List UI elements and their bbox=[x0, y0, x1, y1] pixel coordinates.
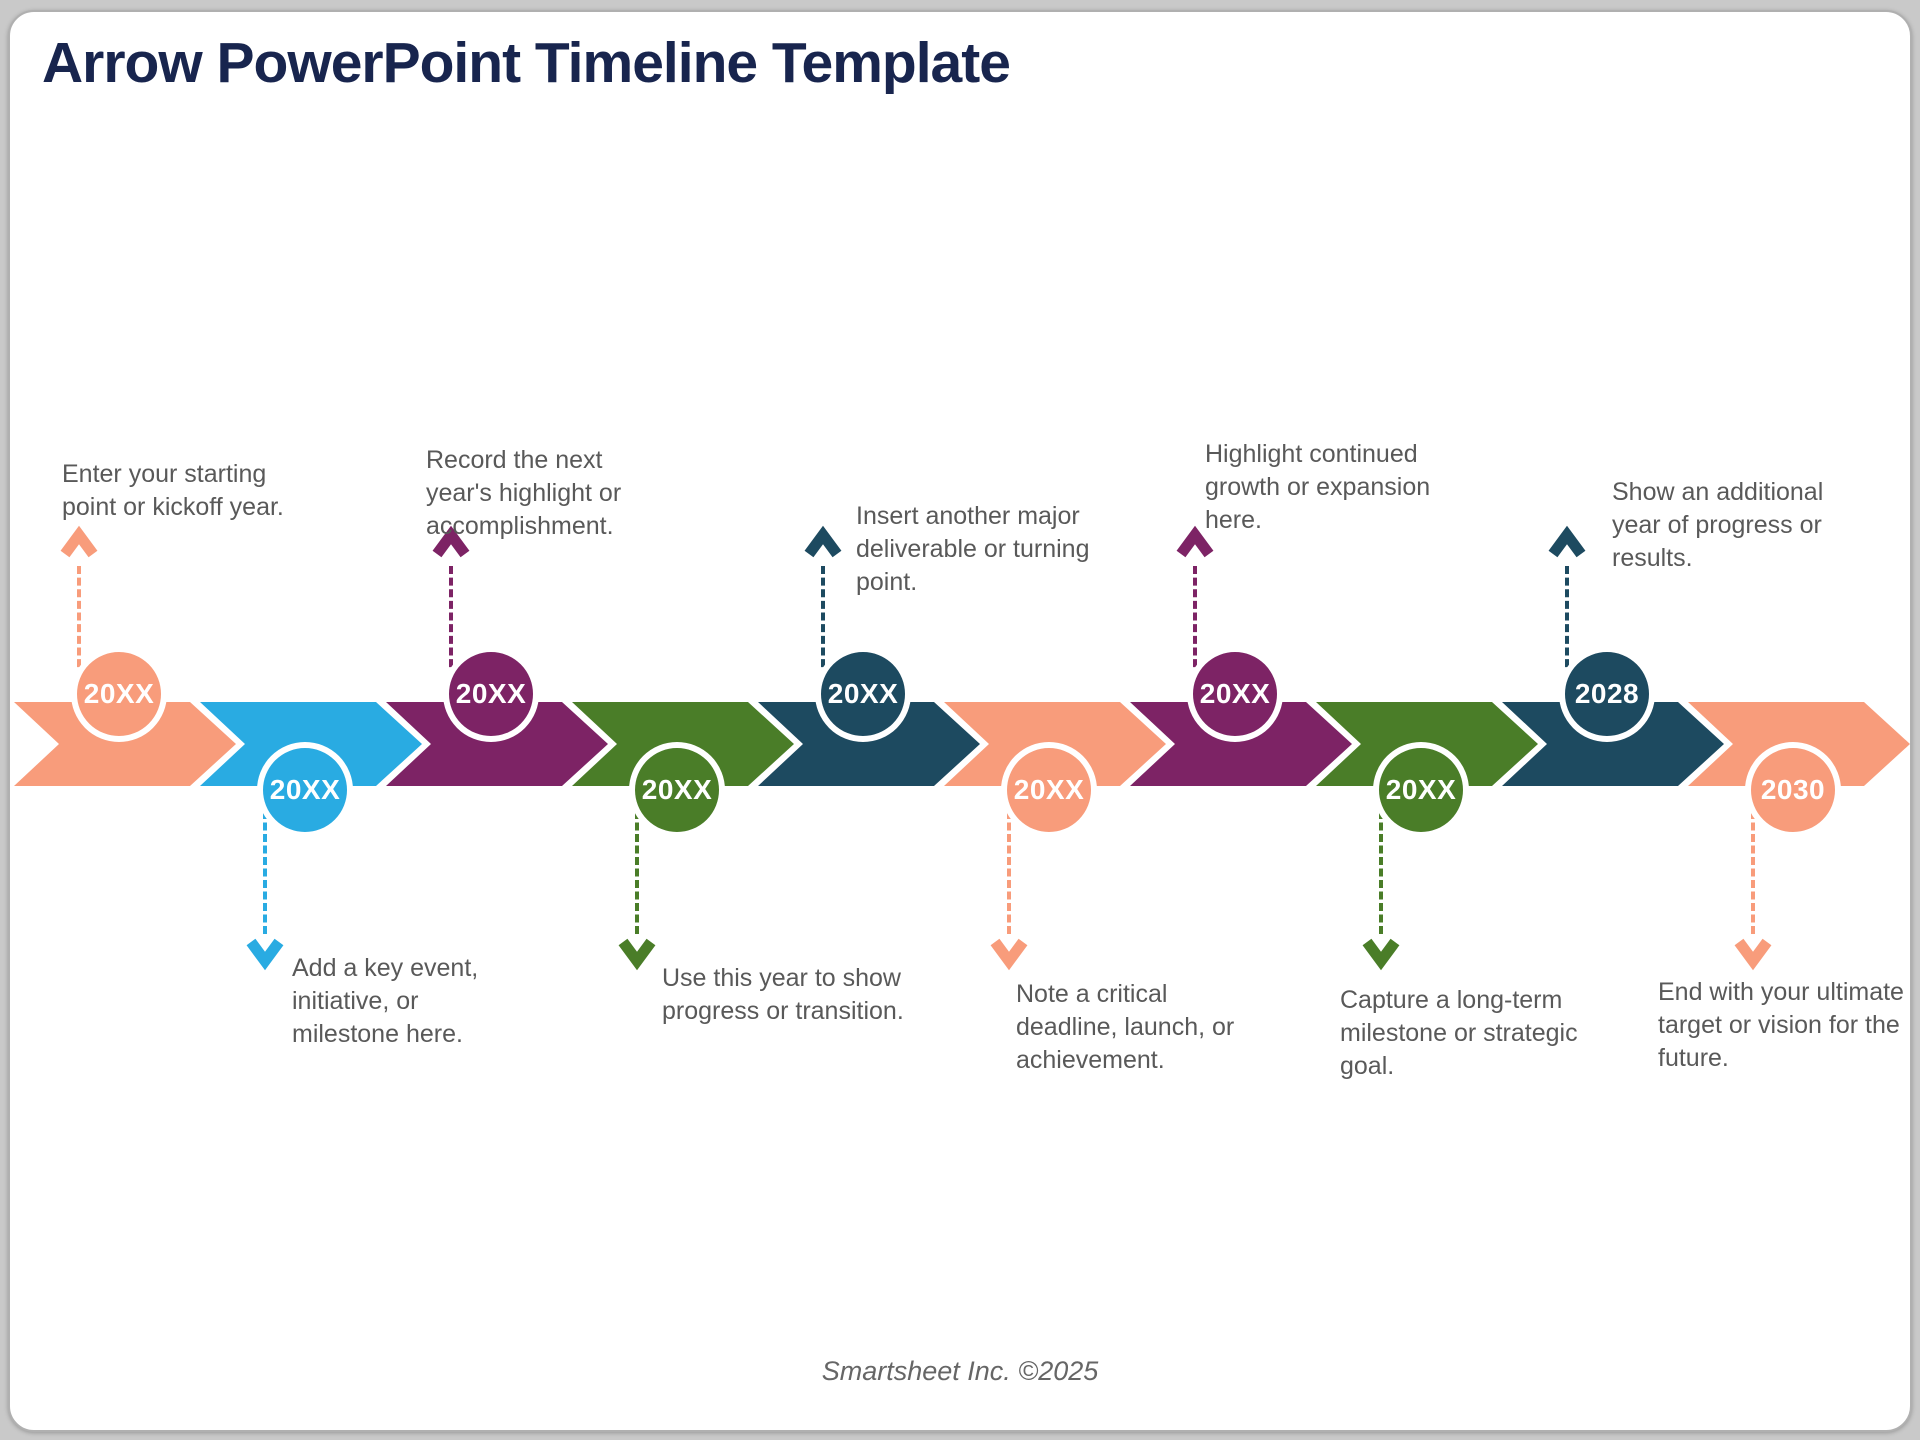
milestone-description[interactable]: End with your ultimate target or vision … bbox=[1658, 978, 1904, 1072]
milestone-description[interactable]: Use this year to show progress or transi… bbox=[662, 964, 904, 1025]
connector-line bbox=[1007, 788, 1011, 934]
connector-line bbox=[263, 788, 267, 934]
timeline-arrow-segment[interactable] bbox=[376, 702, 608, 786]
milestone-description[interactable]: Show an additional year of progress or r… bbox=[1612, 478, 1824, 572]
chevron-down-icon bbox=[1734, 938, 1772, 971]
chevron-up-icon bbox=[804, 525, 842, 558]
timeline-arrow-segment[interactable] bbox=[4, 702, 236, 786]
milestone-description[interactable]: Enter your starting point or kickoff yea… bbox=[62, 460, 284, 521]
connector-line bbox=[1193, 566, 1197, 702]
page-title[interactable]: Arrow PowerPoint Timeline Template bbox=[42, 31, 1011, 95]
year-badge[interactable]: 20XX bbox=[629, 742, 725, 838]
connector-line bbox=[1379, 788, 1383, 934]
connector-line bbox=[77, 566, 81, 702]
connector-line bbox=[635, 788, 639, 934]
timeline-arrow-segment[interactable] bbox=[1120, 702, 1352, 786]
milestone-description[interactable]: Note a critical deadline, launch, or ach… bbox=[1016, 980, 1235, 1074]
year-badge[interactable]: 20XX bbox=[1373, 742, 1469, 838]
milestone-description[interactable]: Highlight continued growth or expansion … bbox=[1205, 440, 1431, 534]
connector-line bbox=[449, 566, 453, 702]
connector-line bbox=[1751, 788, 1755, 934]
timeline-arrow-segment[interactable] bbox=[1492, 702, 1724, 786]
connector-line bbox=[1565, 566, 1569, 702]
year-badge[interactable]: 20XX bbox=[443, 646, 539, 742]
timeline-arrow-segment[interactable] bbox=[748, 702, 980, 786]
year-badge[interactable]: 2030 bbox=[1745, 742, 1841, 838]
year-badge[interactable]: 20XX bbox=[815, 646, 911, 742]
milestone-description[interactable]: Add a key event, initiative, or mileston… bbox=[292, 954, 479, 1048]
milestone-description[interactable]: Capture a long-term milestone or strateg… bbox=[1340, 986, 1578, 1080]
chevron-down-icon bbox=[618, 938, 656, 971]
chevron-down-icon bbox=[246, 938, 284, 971]
milestone-description[interactable]: Insert another major deliverable or turn… bbox=[856, 502, 1090, 596]
chevron-up-icon bbox=[432, 525, 470, 558]
chevron-up-icon bbox=[1548, 525, 1586, 558]
milestone-description[interactable]: Record the next year's highlight or acco… bbox=[426, 446, 622, 540]
chevron-down-icon bbox=[990, 938, 1028, 971]
year-badge[interactable]: 20XX bbox=[257, 742, 353, 838]
year-badge[interactable]: 2028 bbox=[1559, 646, 1655, 742]
year-badge[interactable]: 20XX bbox=[71, 646, 167, 742]
chevron-up-icon bbox=[60, 525, 98, 558]
chevron-up-icon bbox=[1176, 525, 1214, 558]
year-badge[interactable]: 20XX bbox=[1187, 646, 1283, 742]
footer-credit: Smartsheet Inc. ©2025 bbox=[821, 1356, 1099, 1386]
connector-line bbox=[821, 566, 825, 702]
year-badge[interactable]: 20XX bbox=[1001, 742, 1097, 838]
chevron-down-icon bbox=[1362, 938, 1400, 971]
